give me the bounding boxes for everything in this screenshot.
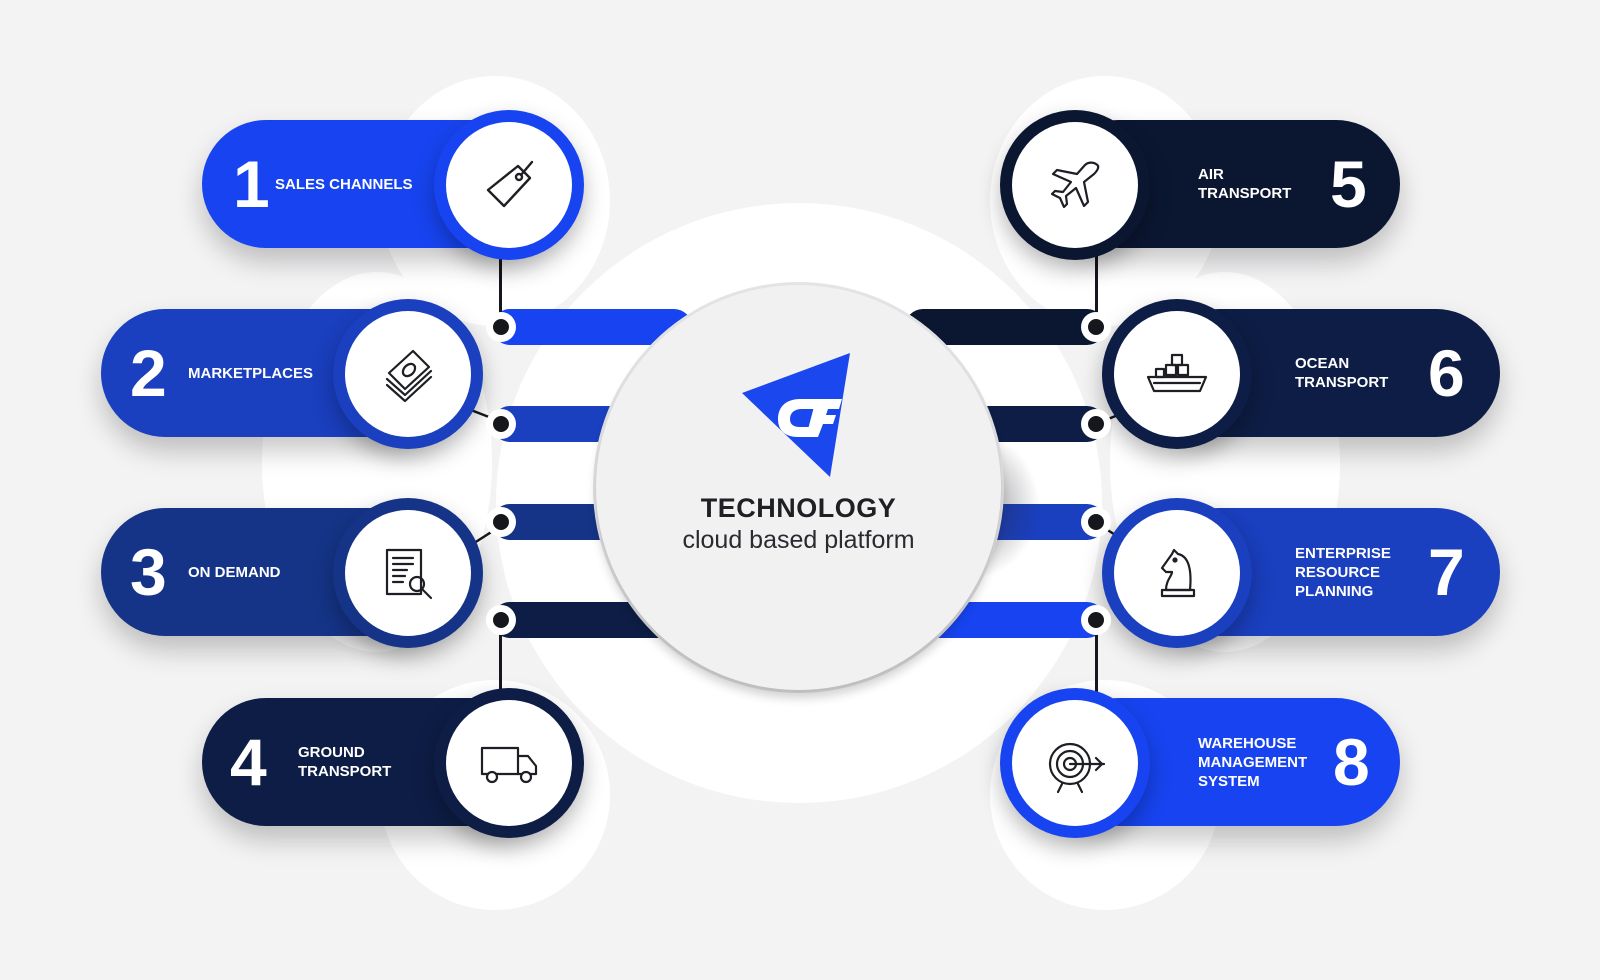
price-tag-icon: [486, 160, 534, 208]
item-icon-circle-1: [434, 110, 584, 260]
item-number-7: 7: [1428, 535, 1465, 609]
item-label-2: MARKETPLACES: [188, 364, 314, 382]
item-icon-circle-2: [333, 299, 483, 449]
hub-title: TECHNOLOGY: [700, 493, 897, 523]
connector-dot: [486, 605, 516, 635]
item-icon-circle-5: [1000, 110, 1150, 260]
connector-bar-1: [492, 309, 692, 345]
item-number-4: 4: [230, 725, 267, 799]
connector-dot: [486, 409, 516, 439]
item-icon-circle-8: [1000, 688, 1150, 838]
document-search-icon: [385, 548, 433, 600]
connector-bar-5: [905, 309, 1105, 345]
central-hub: [596, 285, 1001, 690]
truck-icon: [480, 746, 538, 784]
item-icon-circle-6: [1102, 299, 1252, 449]
connector-line: [1095, 620, 1098, 698]
connector-dot: [1081, 605, 1111, 635]
item-number-6: 6: [1428, 336, 1465, 410]
connector-dot: [1081, 507, 1111, 537]
item-icon-circle-4: [434, 688, 584, 838]
item-icon-circle-3: [333, 498, 483, 648]
connector-dot: [1081, 312, 1111, 342]
connector-dot: [1081, 409, 1111, 439]
chess-knight-icon: [1160, 548, 1196, 598]
item-number-3: 3: [130, 535, 167, 609]
item-label-5: AIR TRANSPORT: [1198, 166, 1292, 202]
hub-subtitle: cloud based platform: [682, 526, 915, 554]
connector-dot: [486, 507, 516, 537]
item-label-6: OCEAN TRANSPORT: [1295, 355, 1389, 391]
cash-stack-icon: [385, 349, 433, 403]
item-label-1: SALES CHANNELS: [275, 175, 413, 193]
cf-triangle-logo-icon: [742, 353, 850, 477]
target-arrow-icon: [1048, 742, 1106, 794]
item-icon-circle-7: [1102, 498, 1252, 648]
item-number-2: 2: [130, 336, 167, 410]
item-number-8: 8: [1333, 725, 1370, 799]
item-label-7: ENTERPRISE RESOURCE PLANNING: [1295, 544, 1391, 600]
airplane-icon: [1050, 161, 1100, 209]
item-label-4: GROUND TRANSPORT: [298, 744, 392, 780]
item-label-3: ON DEMAND: [188, 563, 281, 581]
item-label-8: WAREHOUSE MANAGEMENT SYSTEM: [1198, 734, 1308, 790]
connector-line: [499, 620, 502, 698]
item-number-5: 5: [1330, 147, 1367, 221]
cargo-ship-icon: [1146, 353, 1208, 393]
connector-line: [499, 245, 502, 327]
connector-line: [1095, 245, 1098, 327]
connector-dot: [486, 312, 516, 342]
item-number-1: 1: [233, 147, 270, 221]
